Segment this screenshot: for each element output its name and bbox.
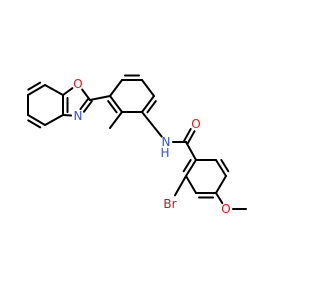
bond-a3-a4 — [141, 79, 155, 97]
bond-b2-b3 — [27, 114, 46, 126]
bond-a6-a1-inner — [107, 100, 118, 114]
atom-h-amide: H — [160, 146, 169, 160]
bond-r2-r3 — [215, 159, 227, 177]
bond-a4-a5 — [141, 95, 155, 113]
bond-a4-a5-inner — [146, 100, 157, 114]
bond-c2-n3-a — [79, 97, 90, 111]
bond-a1-a2 — [109, 79, 123, 97]
bond-r5-r6 — [185, 175, 197, 194]
bond-a6-a1 — [109, 95, 123, 113]
bond-n3-b4 — [62, 114, 73, 117]
atom-o-carbonyl: O — [191, 117, 200, 131]
bond-b5-b6 — [44, 84, 64, 96]
bond-cc-oc-b — [183, 128, 192, 142]
bond-a6-me — [109, 111, 123, 129]
bond-a5-nh — [141, 111, 163, 138]
bond-cc-oc-a — [186, 130, 196, 145]
atom-o-oxazole: O — [73, 77, 82, 91]
bond-r6-r1 — [185, 159, 197, 177]
bond-b6-b1-inner — [27, 81, 42, 91]
bond-b5-o1 — [62, 87, 74, 96]
bond-r6-r1-inner — [182, 159, 192, 173]
bond-r2-r3-inner — [220, 159, 230, 173]
bond-b3-b4 — [44, 114, 64, 126]
bond-b6-b1 — [27, 84, 46, 96]
bond-cc-r1 — [185, 141, 197, 161]
bond-c2-n3-b — [82, 100, 93, 113]
atom-br: Br — [163, 197, 176, 211]
bond-b2-b3-inner — [27, 119, 42, 129]
atom-n-amide: N — [162, 135, 171, 149]
bond-r4-om — [215, 192, 224, 205]
atom-o-methoxy: O — [221, 202, 230, 216]
bonds — [27, 74, 247, 210]
bond-r6-br — [173, 175, 187, 197]
bond-r3-r4 — [215, 175, 227, 194]
bond-c2-a1 — [89, 95, 111, 101]
atom-n-oxazole: N — [74, 109, 83, 123]
